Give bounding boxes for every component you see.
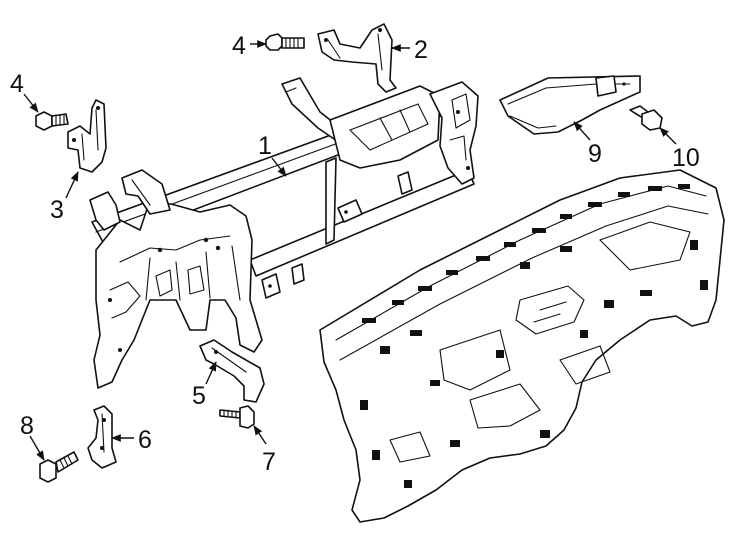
bolt-7 — [219, 405, 255, 429]
callout-9: 9 — [588, 140, 602, 168]
callout-4-top: 4 — [232, 32, 246, 60]
panel-texture — [360, 184, 708, 488]
callout-7: 7 — [262, 448, 276, 476]
bolt-8 — [39, 451, 79, 483]
brace-bracket — [87, 405, 117, 469]
callout-4-left: 4 — [10, 70, 24, 98]
instrument-panel — [319, 169, 725, 523]
callout-2: 2 — [414, 36, 428, 64]
bolt-10 — [629, 105, 663, 131]
cross-car-beam — [89, 77, 479, 389]
bolt-top — [265, 33, 305, 51]
callouts: 1 2 3 4 4 5 6 7 8 9 10 — [10, 32, 700, 476]
callout-3: 3 — [50, 196, 64, 224]
glove-box-tray — [499, 75, 641, 135]
callout-6: 6 — [138, 426, 152, 454]
leader-lines — [23, 40, 677, 461]
callout-8: 8 — [20, 412, 34, 440]
callout-1: 1 — [258, 132, 272, 160]
side-bracket — [67, 99, 107, 173]
callout-5: 5 — [192, 382, 206, 410]
upper-bracket — [317, 23, 397, 93]
callout-10: 10 — [672, 144, 700, 172]
bolt-left — [35, 111, 69, 131]
